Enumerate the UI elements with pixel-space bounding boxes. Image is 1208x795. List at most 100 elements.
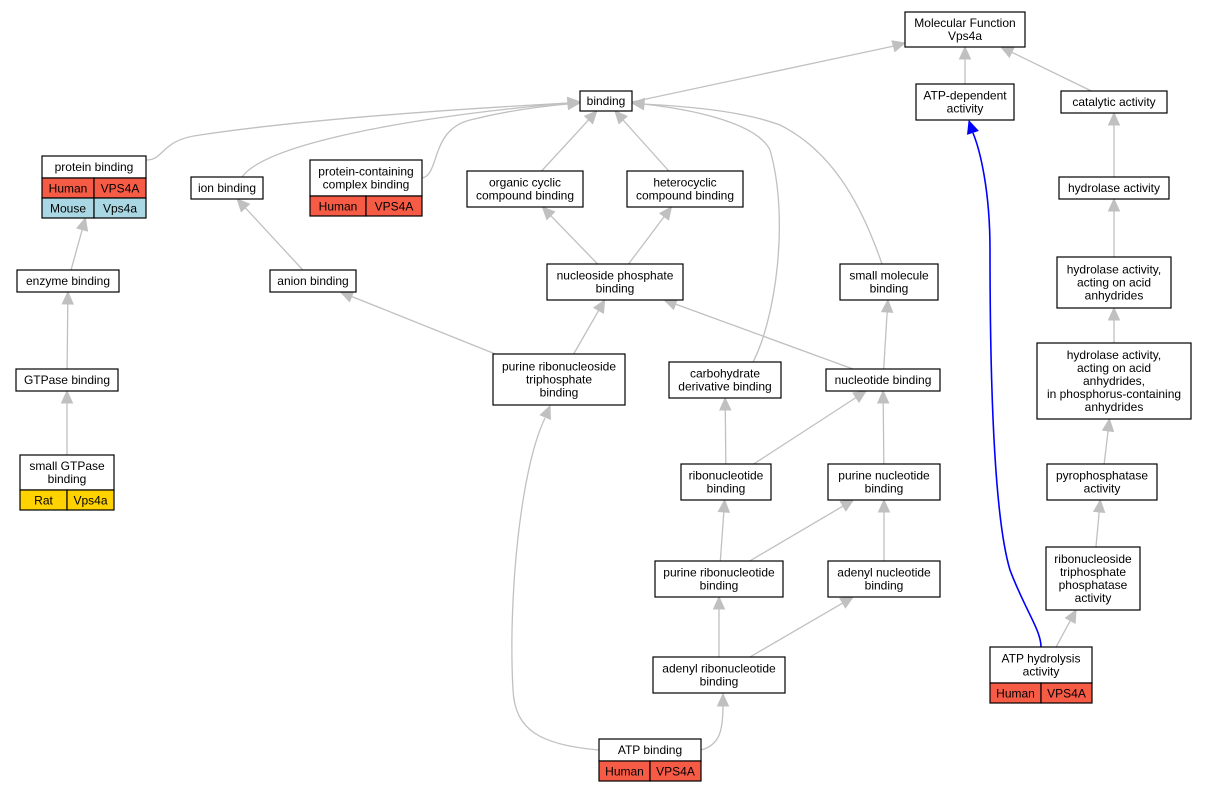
gene-label: Vps4a [103, 202, 137, 216]
term-label-line: binding [865, 482, 904, 496]
edge-atp_binding-to-purine_ribonucleoside_tp [511, 404, 600, 751]
species-label: Human [605, 765, 644, 779]
term-node-binding[interactable]: binding [579, 90, 633, 112]
term-label-line: ion binding [198, 181, 256, 195]
term-label-line: ribonucleoside [1054, 552, 1132, 566]
edge-line [145, 102, 569, 161]
term-node-hydrolase-acid[interactable]: hydrolase activity,acting on acidanhydri… [1056, 256, 1172, 309]
edge-arrowhead [966, 119, 979, 135]
edge-line [1103, 429, 1109, 465]
term-label-line: ATP hydrolysis [1002, 652, 1081, 666]
term-box [654, 560, 784, 598]
edge-arrowhead [1107, 306, 1121, 321]
species-label: Human [319, 200, 358, 214]
term-box [904, 11, 1026, 48]
edge-arrowhead [880, 298, 894, 313]
edge-arrowhead [592, 298, 606, 314]
term-label-line: Vps4a [948, 29, 982, 43]
term-node-gtpase-binding[interactable]: GTPase binding [15, 368, 119, 392]
gene-cell [1040, 682, 1093, 704]
edge-atp_dependent-to-mf [958, 45, 972, 84]
term-node-anion-binding[interactable]: anion binding [269, 269, 357, 293]
edge-purine_ribonucleoside_tp-to-anion_binding [339, 290, 496, 355]
edge-line [882, 401, 885, 465]
edge-line [724, 408, 727, 465]
edge-arrowhead [716, 692, 730, 707]
term-label-line: triphosphate [1060, 565, 1126, 579]
term-label-line: activity [1084, 482, 1121, 496]
edge-ribonucleotide-to-nucleotide_binding [753, 390, 868, 465]
term-box [1036, 342, 1192, 420]
term-node-catalytic[interactable]: catalytic activity [1060, 90, 1168, 114]
edge-arrowhead [614, 110, 629, 125]
edge-purine_ribonucleotide-to-purine_nucleotide [749, 499, 855, 562]
term-node-hydrolase-phosphorus[interactable]: hydrolase activity,acting on acidanhydri… [1036, 342, 1192, 420]
edge-nucleoside_phosphate-to-organic_cyclic [541, 206, 599, 265]
edge-small_molecule-to-binding [630, 97, 883, 265]
edge-line [642, 103, 781, 363]
term-node-ion-binding[interactable]: ion binding [190, 176, 264, 200]
term-label-line: binding [587, 94, 626, 108]
term-label-line: purine ribonucleotide [663, 566, 775, 580]
term-label-line: purine nucleotide [838, 469, 930, 483]
term-label-line: nucleotide binding [835, 373, 932, 387]
term-label-line: nucleoside phosphate [557, 269, 674, 283]
species-label: Human [49, 182, 88, 196]
term-label-line: protein-containing [318, 165, 413, 179]
term-node-enzyme-binding[interactable]: enzyme binding [16, 269, 120, 293]
term-node-nucleotide-binding[interactable]: nucleotide binding [825, 368, 941, 392]
term-label-line: hydrolase activity, [1067, 348, 1161, 362]
term-label-line: pyrophosphatase [1056, 469, 1148, 483]
term-label-line: binding [596, 282, 635, 296]
term-box [1045, 546, 1141, 611]
edge-arrowhead [630, 97, 646, 111]
edge-arrowhead [876, 389, 890, 404]
term-label-line: triphosphate [526, 373, 592, 387]
term-label-line: ribonucleotide [689, 469, 764, 483]
edge-binding-to-mf [631, 40, 907, 103]
gene-cell [93, 197, 147, 219]
term-label-line: compound binding [636, 189, 734, 203]
edge-line [573, 309, 600, 355]
term-label-line: acting on acid [1077, 361, 1151, 375]
term-node-ribonucleoside-tp-phosphatase[interactable]: ribonucleosidetriphosphatephosphataseact… [1045, 546, 1141, 611]
edge-arrowhead [839, 499, 855, 512]
edge-line [66, 302, 69, 370]
edge-line [511, 417, 600, 751]
gene-label: VPS4A [101, 182, 140, 196]
term-label-line: binding [700, 675, 739, 689]
species-label: Mouse [50, 202, 86, 216]
term-box [680, 463, 772, 501]
term-label-line: anion binding [277, 274, 348, 288]
term-label-line: binding [700, 579, 739, 593]
term-label-line: heterocyclic [653, 176, 716, 190]
edge-arrowhead [717, 498, 731, 513]
edge-atp_binding-to-adenyl_ribonucleotide [700, 692, 730, 751]
species-label: Rat [34, 494, 53, 508]
term-label-line: small GTPase [29, 459, 105, 473]
term-label-line: ATP-dependent [923, 89, 1007, 103]
term-node-hydrolase[interactable]: hydrolase activity [1058, 176, 1170, 200]
term-label-line: adenyl nucleotide [837, 566, 931, 580]
term-label-line: in phosphorus-containing [1047, 387, 1181, 401]
edge-hydrolase_phosphorus-to-hydrolase_acid [1107, 306, 1121, 343]
